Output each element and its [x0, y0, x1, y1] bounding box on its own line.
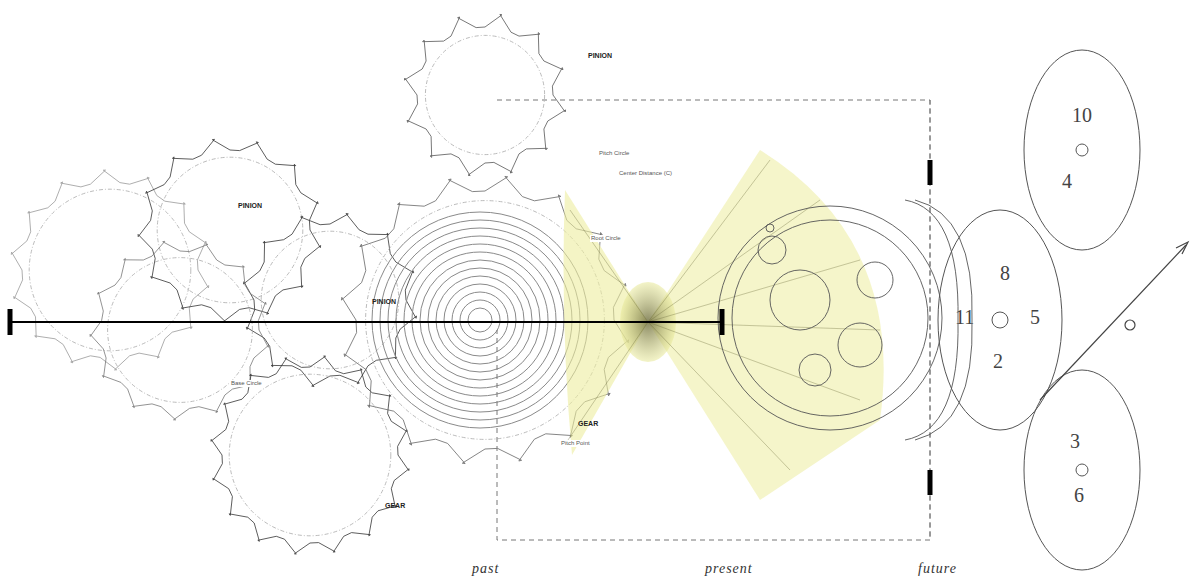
spring-coil [468, 308, 492, 332]
dimension-note: Root Circle [590, 235, 622, 242]
spring-coil [420, 260, 540, 380]
time-label: present [705, 561, 753, 576]
gear-label: PINION [588, 52, 612, 60]
time-label: past [472, 561, 499, 576]
time-axis [10, 160, 930, 495]
spring-coil [372, 212, 588, 428]
dial-numeral: 8 [1000, 262, 1010, 284]
dial-numeral: 11 [955, 306, 974, 328]
pitch-circle [229, 374, 391, 536]
gear-outline [211, 356, 409, 554]
spring-coil [444, 284, 516, 356]
pitch-circle [425, 35, 544, 154]
dashed-frame [930, 100, 931, 540]
dimension-note: Center Distance (C) [618, 170, 673, 177]
dial-numeral: 2 [993, 350, 1003, 372]
dimension-note: Base Circle [230, 380, 263, 387]
light-fan [648, 150, 884, 500]
gear-label: GEAR [578, 420, 598, 428]
gear-label: GEAR [385, 502, 405, 510]
spring-coil [452, 292, 508, 348]
gear-outline [138, 139, 321, 322]
dial-numeral: 6 [1074, 484, 1084, 506]
mainspring [372, 212, 588, 428]
dimension-note: Pitch Point [560, 440, 591, 447]
dimension-note: Pitch Circle [598, 150, 630, 157]
dial-numeral: 5 [1030, 306, 1040, 328]
gear-label: PINION [238, 202, 262, 210]
ray-lines [568, 160, 880, 470]
time-label: future [918, 561, 957, 576]
clock-movement [718, 200, 972, 440]
clock-dial [938, 50, 1140, 570]
gear-outline [90, 241, 269, 420]
dial-numeral: 4 [1062, 170, 1072, 192]
spring-coil [428, 268, 532, 372]
gear-drawings [11, 14, 628, 554]
pitch-circle [261, 231, 399, 369]
pitch-circle [157, 157, 303, 303]
gear-label: PINION [372, 298, 396, 306]
dial-numeral: 10 [1072, 104, 1092, 126]
spring-coil [388, 228, 572, 412]
gear-outline [404, 14, 565, 175]
clock-hand [1040, 242, 1188, 400]
gear-outline [11, 170, 209, 370]
spring-coil [436, 276, 524, 364]
spring-coil [380, 220, 580, 420]
gear-outline [244, 214, 417, 387]
spring-coil [396, 236, 564, 404]
dashed-frame [497, 100, 930, 540]
dial-numeral: 3 [1070, 430, 1080, 452]
spring-coil [404, 244, 556, 396]
spring-coil [460, 300, 500, 340]
pitch-circle [29, 189, 191, 351]
spring-coil [412, 252, 548, 388]
